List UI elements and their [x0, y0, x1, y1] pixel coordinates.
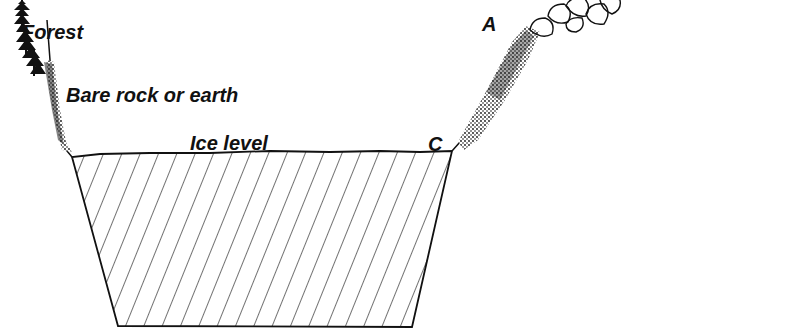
- point-label: C: [428, 134, 442, 154]
- boulders: [530, 0, 620, 36]
- point-label: A: [482, 14, 496, 34]
- right-bare-rock: [458, 26, 540, 150]
- ice-body: [72, 151, 452, 327]
- forest-label: Forest: [22, 22, 83, 42]
- left-bare-rock-dark: [44, 62, 64, 145]
- right-bare-rock-dark: [486, 30, 534, 100]
- ice-level-label: Ice level: [190, 133, 268, 153]
- bare-rock-label: Bare rock or earth: [66, 85, 238, 105]
